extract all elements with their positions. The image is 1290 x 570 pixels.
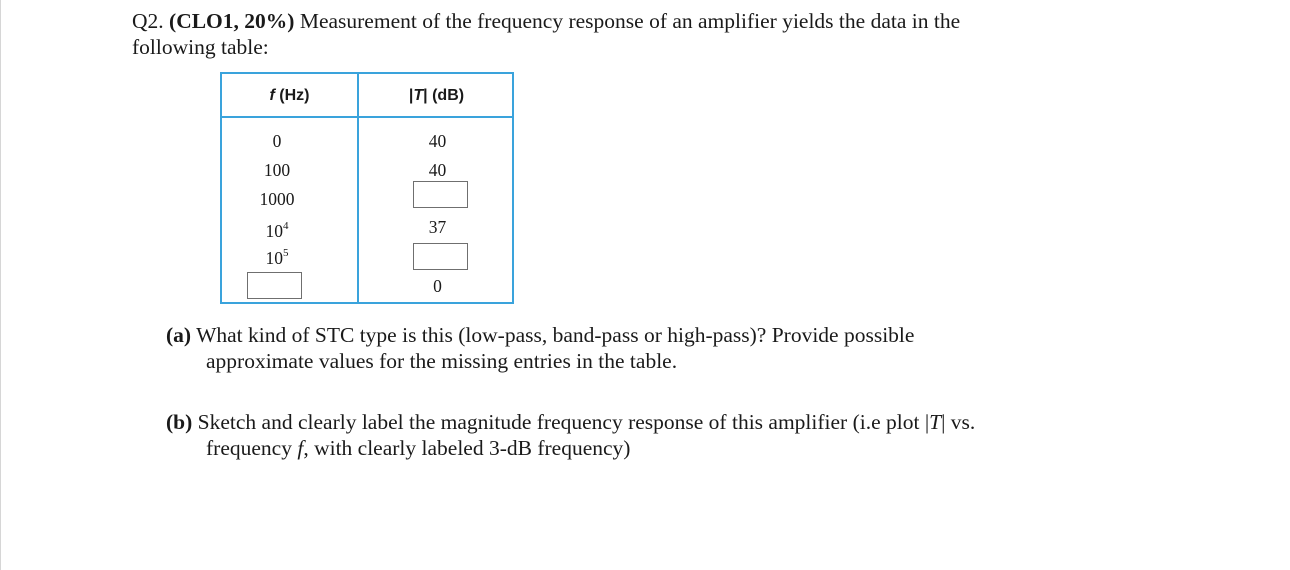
question-number: Q2. [132, 9, 164, 33]
part-a-label: (a) [166, 323, 192, 347]
part-a-text-2: approximate values for the missing entri… [206, 349, 678, 373]
gain-cell-1: 40 [428, 160, 447, 180]
part-b-var-f: f [297, 436, 304, 460]
header-t-suffix: | (dB) [423, 87, 465, 104]
question-statement: Q2. (CLO1, 20%) Measurement of the frequ… [132, 8, 1132, 60]
gain-cell-5: 0 [433, 276, 442, 296]
freq-power-exp: 4 [283, 220, 289, 232]
header-f-symbol: f [269, 87, 275, 104]
freq-cell-3: 104 [222, 213, 332, 242]
part-b-text-2a: frequency [206, 436, 298, 460]
header-t-prefix: | [408, 87, 414, 104]
freq-cell-1: 100 [263, 160, 291, 180]
freq-power-base: 10 [265, 220, 284, 241]
missing-frequency-box[interactable] [247, 272, 302, 299]
gain-cell-3: 37 [428, 217, 447, 237]
part-b-line-1: (b) Sketch and clearly label the magnitu… [166, 409, 1266, 435]
header-f-unit: (Hz) [274, 87, 310, 104]
question-text-2: following table: [132, 35, 269, 59]
freq-cell-2: 1000 [259, 189, 295, 209]
part-a-line-1: (a) What kind of STC type is this (low-p… [166, 322, 1266, 348]
freq-cell-0: 0 [272, 131, 282, 151]
freq-power-exp: 5 [283, 247, 289, 259]
page-edge [0, 0, 1, 570]
gain-cell-0: 40 [428, 131, 447, 151]
column-divider [357, 74, 359, 302]
part-b-line-2: frequency f, with clearly labeled 3-dB f… [166, 435, 1266, 461]
part-b-var-t: T [929, 410, 942, 434]
question-tag: (CLO1, 20%) [169, 9, 295, 33]
question-text-1: Measurement of the frequency response of… [299, 9, 961, 33]
part-a-text-1: What kind of STC type is this (low-pass,… [196, 323, 915, 347]
part-b-text-1b: | vs. [941, 410, 976, 434]
header-t-symbol: T [413, 87, 424, 104]
part-b-label: (b) [166, 410, 193, 434]
part-b-text-2b: , with clearly labeled 3-dB frequency) [303, 436, 631, 460]
missing-gain-box-2[interactable] [413, 243, 468, 270]
question-line-1: Q2. (CLO1, 20%) Measurement of the frequ… [132, 8, 1132, 34]
part-b-text-1a: Sketch and clearly label the magnitude f… [197, 410, 930, 434]
header-frequency: f (Hz) [222, 74, 357, 116]
missing-gain-box-1[interactable] [413, 181, 468, 208]
part-b: (b) Sketch and clearly label the magnitu… [166, 409, 1266, 461]
part-a: (a) What kind of STC type is this (low-p… [166, 322, 1266, 374]
freq-cell-4: 105 [222, 240, 332, 269]
frequency-response-table: f (Hz) |T| (dB) 0 100 1000 104 105 40 40… [220, 72, 514, 304]
header-gain: |T| (dB) [359, 74, 514, 116]
header-divider [222, 116, 512, 118]
freq-power-base: 10 [265, 247, 284, 268]
